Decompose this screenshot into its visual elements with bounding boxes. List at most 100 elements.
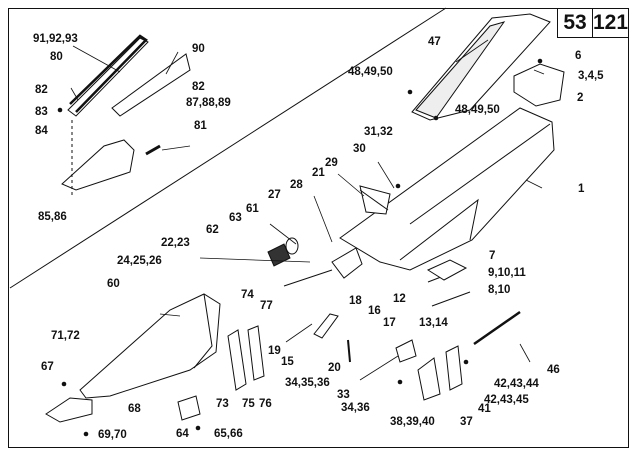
callout-label: 60 (107, 278, 120, 290)
callout-label: 48,49,50 (455, 104, 500, 116)
callout-label: 24,25,26 (117, 255, 162, 267)
callout-label: 20 (328, 362, 341, 374)
part-18-lever (313, 313, 339, 339)
screw-dot (61, 381, 67, 387)
part-1-main-beam (339, 107, 555, 271)
callout-label: 84 (35, 125, 48, 137)
callout-label: 74 (241, 289, 254, 301)
part-64-plate (177, 395, 201, 421)
callout-label: 85,86 (38, 211, 67, 223)
callout-label: 63 (229, 212, 242, 224)
callout-label: 30 (353, 143, 366, 155)
callout-label: 6 (575, 50, 582, 62)
callout-label: 80 (50, 51, 63, 63)
callout-label: 15 (281, 356, 294, 368)
callout-label: 31,32 (364, 126, 393, 138)
section-number: 53 (557, 8, 593, 38)
screw-dot (395, 183, 401, 189)
part-81-spring (145, 144, 161, 156)
part-63-washer (285, 237, 299, 255)
callout-label: 48,49,50 (348, 66, 393, 78)
part-21-bracket (331, 247, 363, 279)
callout-label: 9,10,11 (488, 267, 526, 279)
callout-label: 13,14 (419, 317, 448, 329)
callout-label: 18 (349, 295, 362, 307)
leader-lines (70, 39, 545, 381)
part-60-hood (79, 293, 221, 399)
callout-label: 7 (489, 250, 496, 262)
part-67-tip (45, 397, 93, 423)
part-33-block (395, 339, 417, 363)
part-20-pin (347, 339, 351, 363)
callout-label: 76 (259, 398, 272, 410)
callout-label: 8,10 (488, 284, 511, 296)
callout-label: 46 (547, 364, 560, 376)
callout-label: 19 (268, 345, 281, 357)
divider-line (9, 7, 447, 289)
callout-label: 69,70 (98, 429, 127, 441)
callout-label: 37 (460, 416, 473, 428)
part-2-bracket (513, 63, 565, 107)
screw-dot (407, 89, 413, 95)
callout-label: 17 (383, 317, 396, 329)
part-41-bracket (445, 345, 463, 391)
callout-label: 42,43,44 (494, 378, 539, 390)
screw-dot (397, 379, 403, 385)
callout-label: 28 (290, 179, 303, 191)
callout-label: 73 (216, 398, 229, 410)
callout-label: 2 (577, 92, 584, 104)
callout-label: 41 (478, 403, 491, 415)
part-37-bracket (417, 357, 441, 401)
callout-label: 77 (260, 300, 273, 312)
callout-label: 3,4,5 (578, 70, 604, 82)
callout-label: 83 (35, 106, 48, 118)
screw-dot (83, 431, 89, 437)
page-number: 121 (592, 8, 629, 38)
callout-label: 12 (393, 293, 406, 305)
callout-label: 90 (192, 43, 205, 55)
callout-label: 62 (206, 224, 219, 236)
screw-dot (195, 425, 201, 431)
part-46-rod (473, 310, 521, 346)
callout-label: 21 (312, 167, 325, 179)
callout-label: 68 (128, 403, 141, 415)
screw-dot (433, 115, 439, 121)
part-90-cover (111, 53, 191, 117)
screw-dot (463, 359, 469, 365)
callout-label: 61 (246, 203, 259, 215)
callout-label: 65,66 (214, 428, 243, 440)
callout-label: 22,23 (161, 237, 190, 249)
callout-label: 38,39,40 (390, 416, 435, 428)
part-75-bracket (247, 325, 265, 381)
part-7-bracket (426, 259, 468, 281)
callout-label: 67 (41, 361, 54, 373)
callout-label: 16 (368, 305, 381, 317)
callout-label: 91,92,93 (33, 33, 78, 45)
callout-label: 34,36 (341, 402, 370, 414)
callout-label: 81 (194, 120, 207, 132)
callout-label: 82 (35, 84, 48, 96)
part-73-bracket (227, 329, 247, 391)
callout-label: 1 (578, 183, 585, 195)
callout-label: 42,43,45 (484, 394, 529, 406)
screw-dot (537, 58, 543, 64)
callout-label: 64 (176, 428, 189, 440)
callout-label: 75 (242, 398, 255, 410)
diagram-frame (8, 8, 629, 448)
callout-label: 29 (325, 157, 338, 169)
callout-label: 27 (268, 189, 281, 201)
callout-label: 34,35,36 (285, 377, 330, 389)
callout-label: 71,72 (51, 330, 80, 342)
callout-label: 47 (428, 36, 441, 48)
part-80-rubber (69, 34, 148, 113)
part-85-nose (61, 139, 135, 191)
callout-label: 82 (192, 81, 205, 93)
callout-label: 33 (337, 389, 350, 401)
part-13-bolt (431, 291, 471, 307)
fasteners (57, 58, 543, 437)
screw-dot (57, 107, 63, 113)
callout-label: 87,88,89 (186, 97, 231, 109)
part-29-plate (359, 185, 391, 215)
